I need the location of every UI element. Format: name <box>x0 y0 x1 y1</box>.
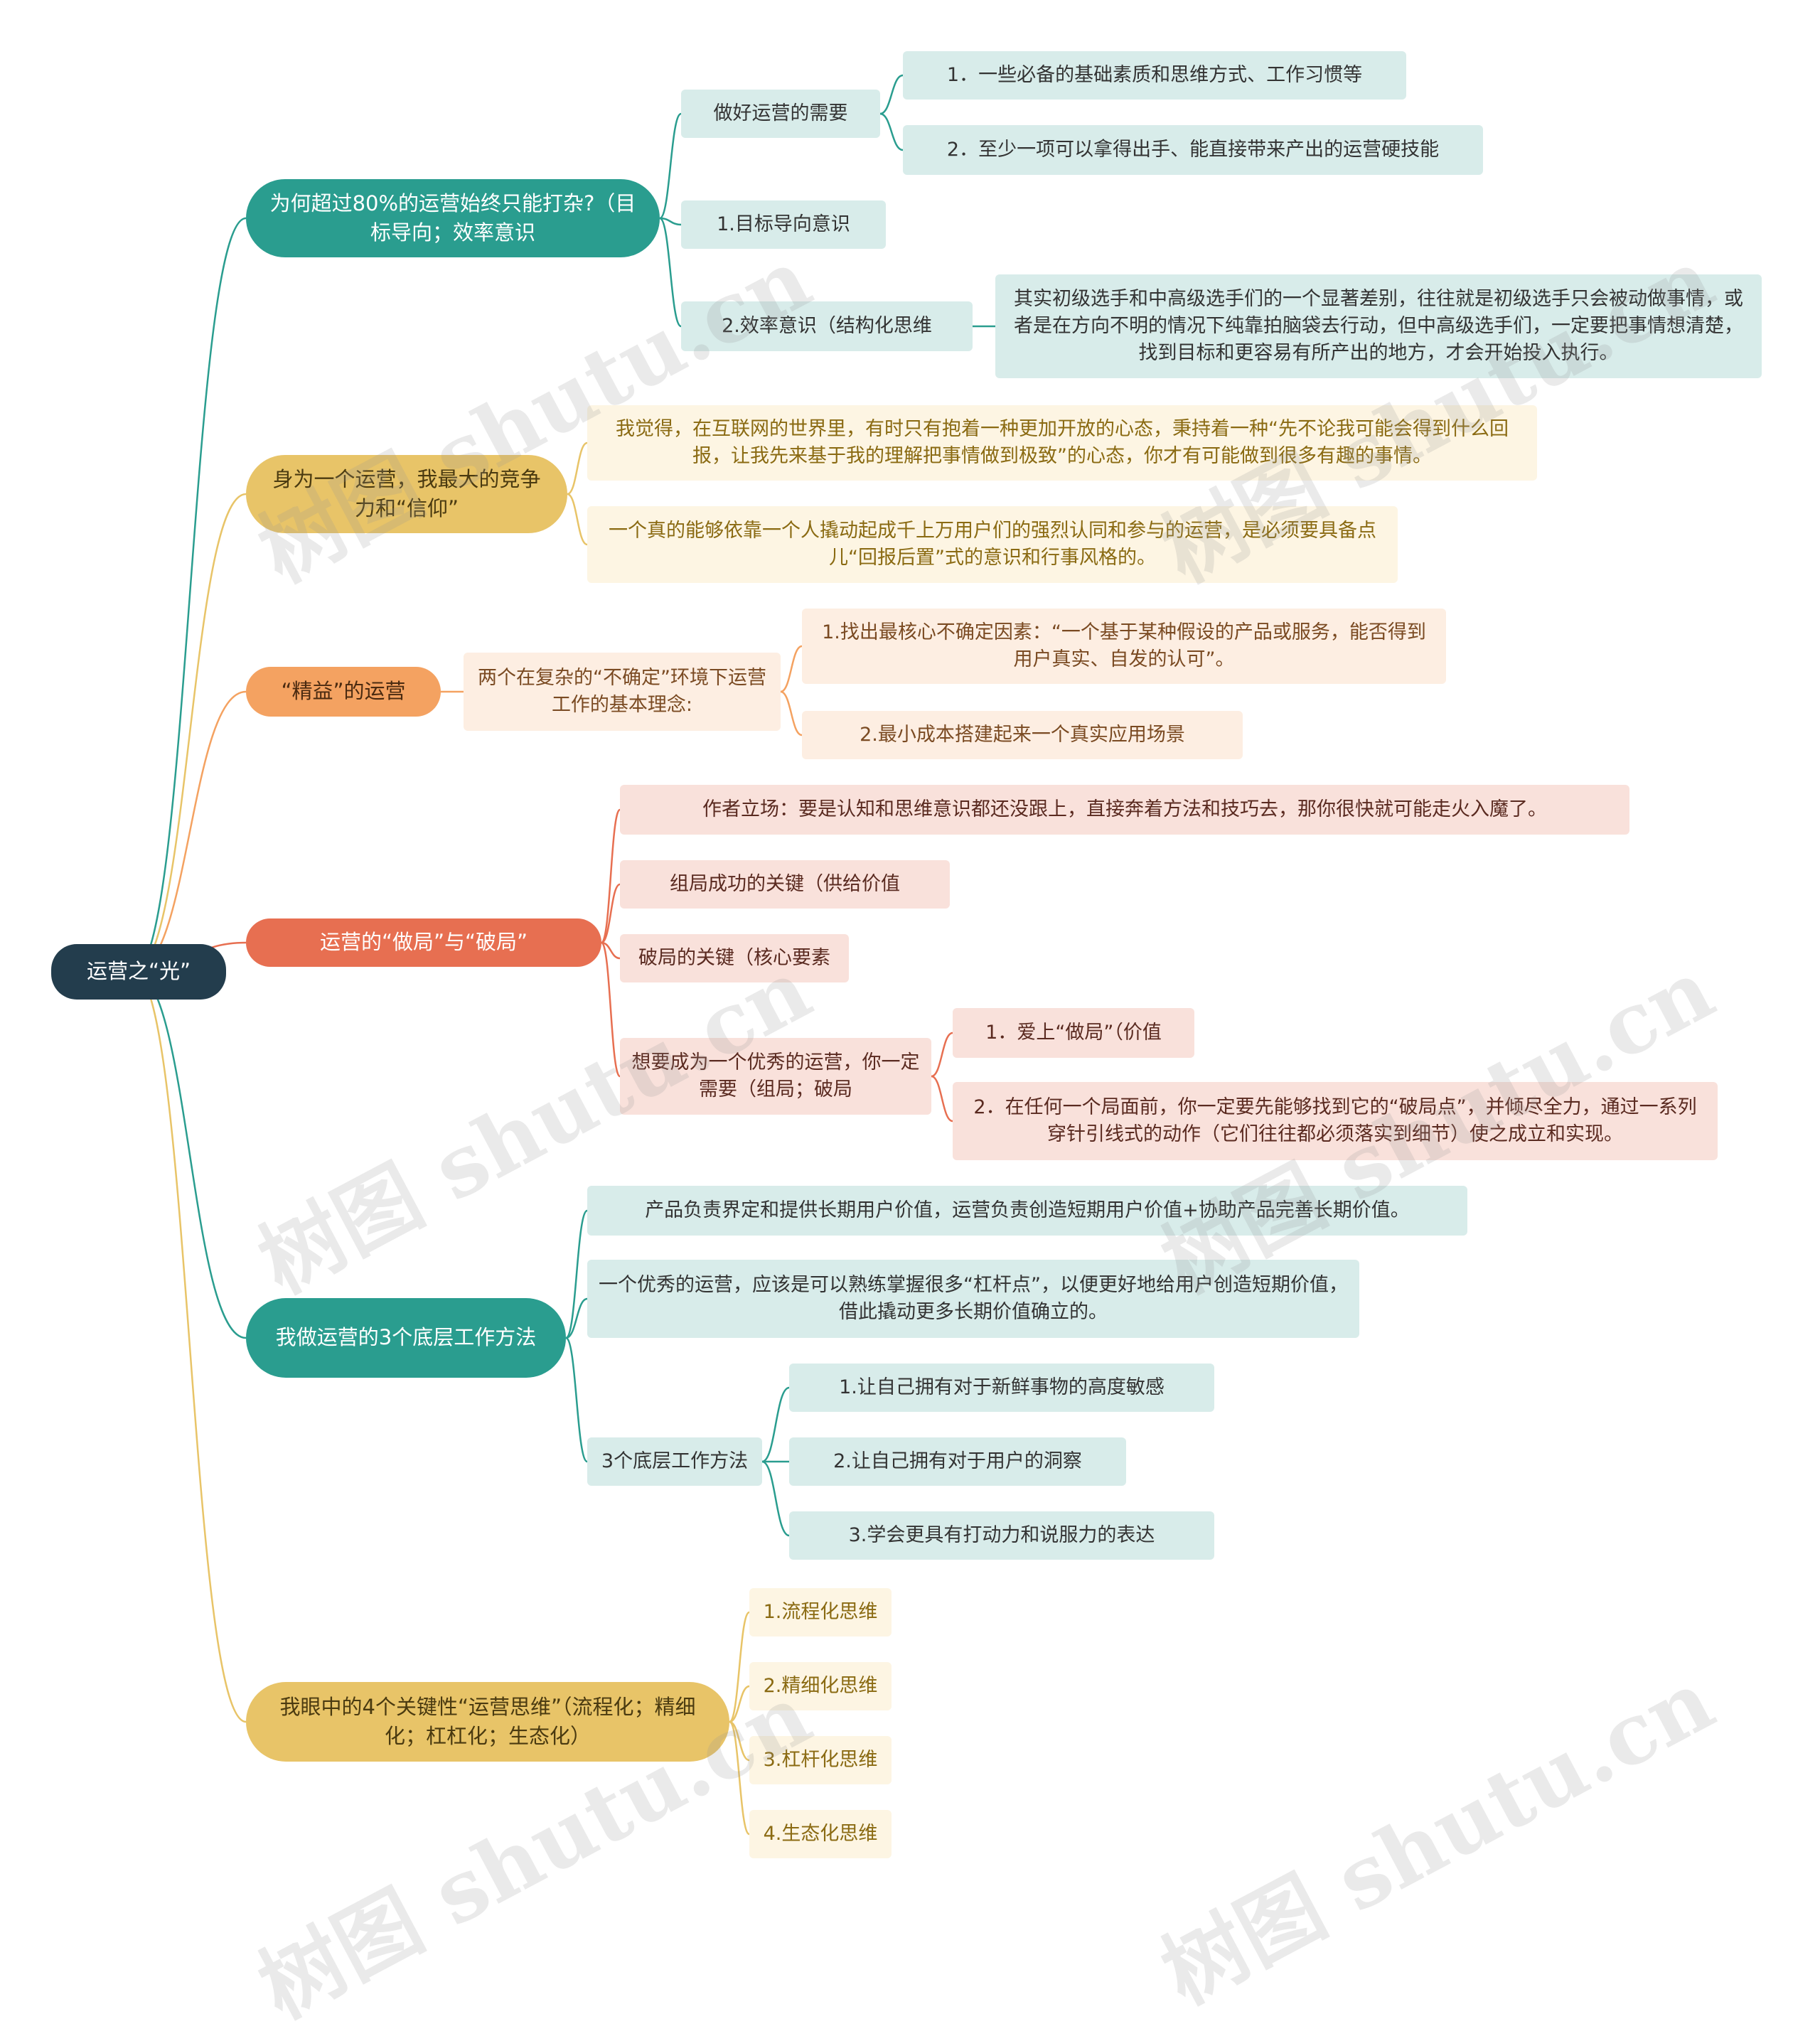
subtopic-level-2[interactable]: 2.效率意识（结构化思维 <box>681 301 973 351</box>
branch-topic-3[interactable]: “精益”的运营 <box>246 667 441 717</box>
subtopic-level-2[interactable]: 2.精细化思维 <box>749 1662 892 1710</box>
connector-line <box>780 645 803 693</box>
subtopic-level-2[interactable]: 我觉得，在互联网的世界里，有时只有抱着一种更加开放的心态，秉持着一种“先不论我可… <box>587 405 1537 481</box>
connector-line <box>133 493 247 973</box>
subtopic-level-3[interactable]: 1．一些必备的基础素质和思维方式、工作习惯等 <box>903 51 1406 100</box>
subtopic-level-2[interactable]: 1.目标导向意识 <box>681 200 886 249</box>
branch-topic-5[interactable]: 我做运营的3个底层工作方法 <box>246 1298 566 1378</box>
subtopic-level-3[interactable]: 1．爱上“做局”（价值 <box>953 1008 1194 1058</box>
subtopic-level-2[interactable]: 4.生态化思维 <box>749 1810 892 1858</box>
branch-topic-2[interactable]: 身为一个运营，我最大的竞争力和“信仰” <box>246 455 567 533</box>
subtopic-level-3[interactable]: 1.让自己拥有对于新鲜事物的高度敏感 <box>789 1364 1214 1412</box>
mind-map-canvas: 运营之“光” 为何超过80%的运营始终只能打杂?（目标导向；效率意识做好运营的需要… <box>51 51 1762 1858</box>
connector-line <box>728 1611 751 1723</box>
connector-line <box>600 941 621 1078</box>
subtopic-level-2[interactable]: 组局成功的关键（供给价值 <box>620 860 950 909</box>
connector-line <box>601 883 621 944</box>
subtopic-level-2[interactable]: 一个真的能够依靠一个人撬动起成千上万用户们的强烈认同和参与的运营，是必须要具备点… <box>587 506 1398 583</box>
subtopic-level-2[interactable]: 1.流程化思维 <box>749 1588 892 1636</box>
subtopic-level-3[interactable]: 2.让自己拥有对于用户的洞察 <box>789 1437 1126 1486</box>
connector-line <box>600 808 621 944</box>
connector-line <box>133 970 247 1339</box>
connector-line <box>931 1032 953 1078</box>
subtopic-level-2[interactable]: 两个在复杂的“不确定”环境下运营工作的基本理念: <box>464 653 781 731</box>
subtopic-level-2[interactable]: 一个优秀的运营，应该是可以熟练掌握很多“杠杆点”，以便更好地给用户创造短期价值，… <box>587 1260 1359 1338</box>
connector-line <box>133 217 247 973</box>
connector-line <box>761 1460 790 1537</box>
branch-topic-6[interactable]: 我眼中的4个关键性“运营思维”（流程化；精细化；杠杠化；生态化） <box>246 1682 729 1762</box>
subtopic-level-2[interactable]: 想要成为一个优秀的运营，你一定需要（组局；破局 <box>620 1038 931 1115</box>
subtopic-level-3[interactable]: 其实初级选手和中高级选手们的一个显著差别，往往就是初级选手只会被动做事情，或者是… <box>995 274 1762 378</box>
connector-line <box>567 441 588 495</box>
connector-line <box>564 1336 589 1463</box>
connector-line <box>879 112 904 151</box>
subtopic-level-2[interactable]: 3个底层工作方法 <box>587 1437 762 1486</box>
connector-line <box>133 970 247 1723</box>
subtopic-level-3[interactable]: 1.找出最核心不确定因素：“一个基于某种假设的产品或服务，能否得到用户真实、自发… <box>802 609 1446 684</box>
subtopic-level-3[interactable]: 3.学会更具有打动力和说服力的表达 <box>789 1511 1214 1560</box>
connector-line <box>565 1297 588 1339</box>
connector-line <box>931 1075 953 1123</box>
connector-line <box>567 493 588 546</box>
branch-topic-1[interactable]: 为何超过80%的运营始终只能打杂?（目标导向；效率意识 <box>246 179 660 257</box>
subtopic-level-3[interactable]: 2.最小成本搭建起来一个真实应用场景 <box>802 711 1243 759</box>
connector-line <box>879 74 904 115</box>
connector-line <box>728 1720 751 1836</box>
subtopic-level-2[interactable]: 做好运营的需要 <box>681 90 880 138</box>
subtopic-level-3[interactable]: 2．在任何一个局面前，你一定要先能够找到它的“破局点”，并倾尽全力，通过一系列穿… <box>953 1082 1718 1160</box>
subtopic-level-3[interactable]: 2．至少一项可以拿得出手、能直接带来产出的运营硬技能 <box>903 125 1483 175</box>
connector-line <box>659 112 682 220</box>
connector-line <box>780 690 803 736</box>
connector-line <box>729 1720 750 1762</box>
connector-line <box>659 217 682 328</box>
connector-line <box>659 217 682 226</box>
subtopic-level-2[interactable]: 产品负责界定和提供长期用户价值，运营负责创造短期用户价值+协助产品完善长期价值。 <box>587 1186 1467 1236</box>
branch-topic-4[interactable]: 运营的“做局”与“破局” <box>246 918 601 967</box>
connector-line <box>601 941 621 960</box>
connector-line <box>729 1685 750 1723</box>
connector-line <box>564 1209 589 1339</box>
subtopic-level-2[interactable]: 破局的关键（核心要素 <box>620 934 849 982</box>
root-topic[interactable]: 运营之“光” <box>51 944 226 1000</box>
subtopic-level-2[interactable]: 3.杠杆化思维 <box>749 1736 892 1784</box>
connector-line <box>761 1386 790 1463</box>
subtopic-level-2[interactable]: 作者立场：要是认知和思维意识都还没跟上，直接奔着方法和技巧去，那你很快就可能走火… <box>620 785 1629 835</box>
